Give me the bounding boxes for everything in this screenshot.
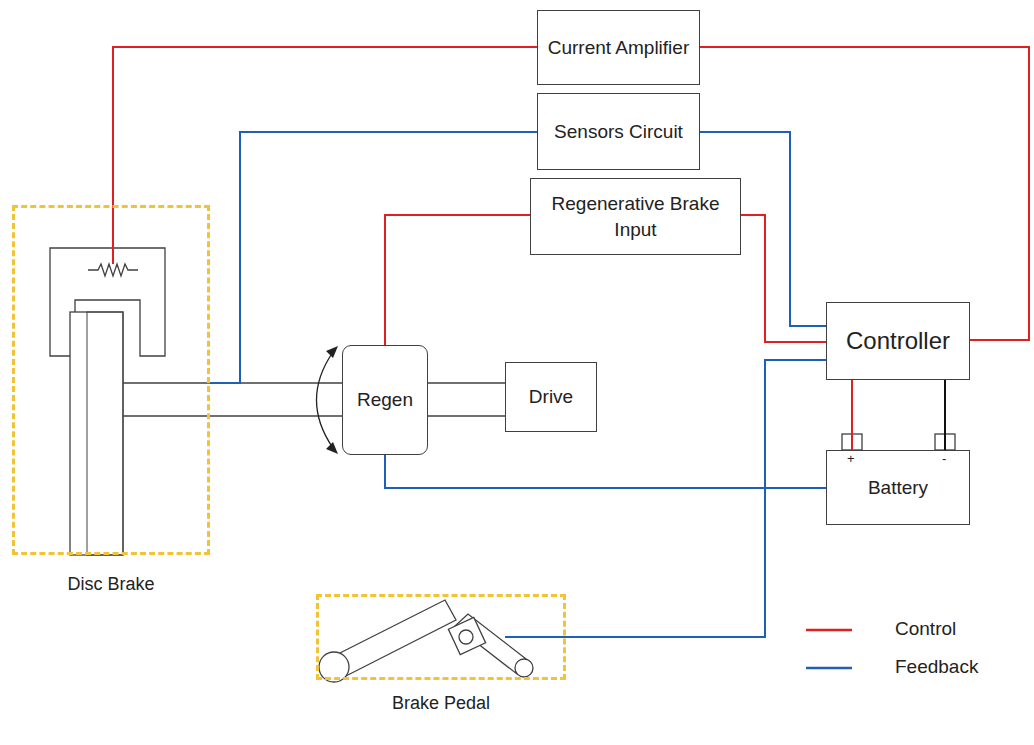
signal-wire [741, 215, 826, 342]
component-box: Regen [342, 345, 428, 455]
dashed-group: Brake Pedal [316, 594, 566, 680]
signal-wire [385, 455, 826, 488]
terminal-sign: - [942, 451, 946, 466]
group-heading: Disc Brake [0, 574, 247, 595]
box-label: Controller [846, 325, 950, 357]
rotation-arrow [317, 352, 334, 448]
terminal-sign: + [847, 451, 855, 466]
brake-disc [87, 312, 123, 555]
legend-line [806, 629, 852, 632]
box-label: Sensors Circuit [554, 119, 683, 145]
box-label: Regen [357, 387, 413, 413]
pedal-roller [515, 659, 533, 677]
wire [505, 636, 566, 638]
legend-text: Feedback [895, 656, 978, 678]
signal-wire [700, 47, 1029, 340]
dashed-group: Disc Brake [12, 205, 210, 555]
legend-line [806, 667, 852, 670]
component-box: Sensors Circuit [537, 93, 700, 170]
signal-wire [851, 380, 853, 450]
component-box: Regenerative Brake Input [530, 178, 741, 255]
box-label: Drive [529, 384, 573, 410]
shaft-line [123, 415, 342, 416]
component-box: Drive [505, 362, 597, 432]
arrowhead [326, 346, 338, 358]
box-label: Current Amplifier [548, 35, 690, 61]
resistor-symbol [88, 264, 138, 276]
pedal-bracket [448, 617, 485, 654]
shaft-line [428, 415, 505, 416]
arrowhead [326, 442, 338, 454]
brake-disc [70, 312, 123, 555]
box-label: Regenerative Brake Input [531, 191, 740, 242]
pedal-pin [459, 630, 473, 644]
wire [112, 205, 114, 264]
signal-wire [385, 215, 530, 345]
signal-wire [566, 360, 826, 637]
shaft-line [428, 382, 505, 383]
box-label: Battery [868, 475, 928, 501]
signal-wire [113, 47, 537, 205]
group-heading: Brake Pedal [279, 693, 603, 714]
legend-text: Control [895, 618, 956, 640]
component-box: Controller [826, 302, 970, 380]
signal-wire [944, 380, 946, 450]
component-box: Current Amplifier [537, 10, 700, 85]
